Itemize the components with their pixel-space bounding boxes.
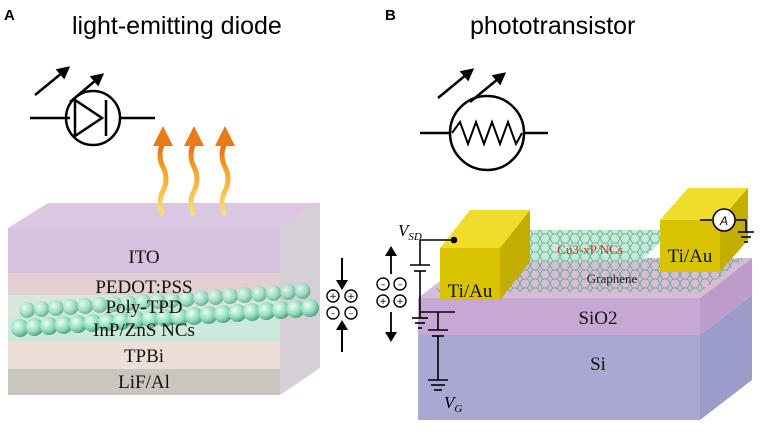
nanocrystal-sphere xyxy=(164,292,180,308)
label-vsd: VSD xyxy=(398,221,422,243)
nanocrystal-sphere xyxy=(33,301,50,317)
nanocrystal-sphere xyxy=(243,303,261,321)
nanocrystal-sphere xyxy=(178,291,195,307)
panel-b-title: phototransistor xyxy=(470,12,635,40)
nanocrystal-sphere xyxy=(83,314,102,332)
label-ito: ITO xyxy=(128,247,159,268)
nanocrystal-sphere xyxy=(228,304,247,322)
svg-text:–: – xyxy=(349,309,354,319)
nanocrystal-sphere xyxy=(91,297,108,313)
charge-transfer-icon: – – + + xyxy=(376,246,407,342)
svg-text:+: + xyxy=(347,292,355,302)
nanocrystal-sphere xyxy=(185,307,203,325)
nanocrystal-sphere xyxy=(62,299,79,315)
nanocrystal-sphere xyxy=(170,308,189,326)
label-pedot: PEDOT:PSS xyxy=(95,277,192,298)
nanocrystal-sphere xyxy=(127,311,145,329)
nanocrystal-sphere xyxy=(236,287,253,303)
nanocrystal-sphere xyxy=(301,299,319,317)
nanocrystal-sphere xyxy=(199,306,218,324)
nanocrystal-sphere xyxy=(77,298,93,314)
svg-text:–: – xyxy=(331,309,336,319)
nanocrystal-sphere xyxy=(193,290,209,306)
label-tiau-left: Ti/Au xyxy=(448,281,493,302)
svg-text:–: – xyxy=(381,280,386,290)
nanocrystal-sphere xyxy=(156,309,174,327)
nanocrystal-sphere xyxy=(265,285,282,301)
charge-injection-icon: + + – – xyxy=(326,258,358,352)
nanocrystal-sphere xyxy=(106,296,122,312)
nanocrystal-sphere xyxy=(19,302,35,318)
electrode-right xyxy=(660,220,720,272)
nanocrystal-sphere xyxy=(149,293,166,309)
circuit-wires xyxy=(410,219,754,391)
panel-a-letter: A xyxy=(4,7,15,24)
label-si: Si xyxy=(590,354,606,375)
ammeter-icon: A xyxy=(712,208,736,232)
nanocrystal-sphere xyxy=(69,315,87,333)
pedot-layer xyxy=(8,273,280,295)
panel-a-title: light-emitting diode xyxy=(72,12,282,40)
svg-text:+: + xyxy=(329,292,337,302)
nanocrystal-sphere xyxy=(54,316,73,334)
nanocrystal-sphere xyxy=(207,289,224,305)
label-polytpd: Poly-TPD xyxy=(105,297,182,318)
ito-layer xyxy=(8,228,280,273)
svg-text:+: + xyxy=(396,297,404,307)
si-layer xyxy=(418,335,700,420)
label-lif: LiF/Al xyxy=(118,372,170,393)
label-graphene: Graphene xyxy=(587,271,638,286)
phototransistor-device xyxy=(418,188,752,420)
tpbi-layer xyxy=(8,341,280,369)
lif-layer xyxy=(8,369,280,395)
sio2-layer xyxy=(418,298,700,335)
nanocrystal-sphere xyxy=(214,305,232,323)
svg-text:+: + xyxy=(379,297,387,307)
nanocrystal-sphere xyxy=(120,295,137,311)
nanocrystal-sphere xyxy=(25,318,44,336)
nanocrystal-sphere xyxy=(280,284,296,300)
nanocrystal-sphere xyxy=(294,283,311,299)
label-vg: VG xyxy=(444,393,462,415)
label-sio2: SiO2 xyxy=(578,308,617,329)
led-stack xyxy=(8,203,320,395)
label-tiau-right: Ti/Au xyxy=(668,246,713,267)
nanocrystal-sphere xyxy=(112,312,131,330)
nanocrystal-sphere xyxy=(135,294,151,310)
nanocrystal-spheres xyxy=(11,283,319,337)
svg-text:A: A xyxy=(719,214,728,228)
electrode-left xyxy=(440,248,500,300)
nanocrystal-sphere xyxy=(272,301,290,319)
nanocrystal-sphere xyxy=(251,286,267,302)
nanocrystal-sphere xyxy=(48,300,64,316)
nanocrystal-sphere xyxy=(40,317,58,335)
nanocrystal-sphere xyxy=(98,313,116,331)
label-nc: InP/ZnS NCs xyxy=(93,320,195,341)
nanocrystal-sphere xyxy=(11,319,29,337)
panel-b-letter: B xyxy=(385,7,396,24)
phototransistor-symbol-icon xyxy=(420,68,548,172)
nanocrystal-sphere xyxy=(141,310,160,328)
led-symbol-icon xyxy=(30,66,155,147)
emission-arrows-icon xyxy=(153,126,235,217)
nanocrystal-sphere xyxy=(257,302,276,320)
svg-text:–: – xyxy=(398,280,403,290)
label-nc: Cu3-xP NCs xyxy=(557,242,623,257)
nanocrystal-sphere xyxy=(222,288,238,304)
nanocrystal-sphere xyxy=(286,300,305,318)
label-tpbi: TPBi xyxy=(124,346,164,367)
